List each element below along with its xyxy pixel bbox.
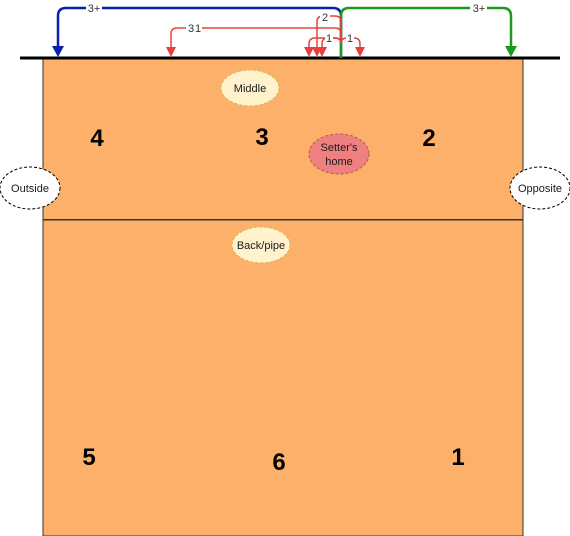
- opposite-arrowhead-icon: [505, 46, 517, 57]
- position-5: 5: [82, 444, 95, 471]
- back-pipe-zone: [231, 226, 291, 264]
- opposite-zone-label: Opposite: [518, 183, 562, 195]
- back-court: [42, 219, 524, 536]
- red-arrowhead-icon: [317, 47, 327, 57]
- position-6: 6: [272, 449, 285, 476]
- setters-home-label-line1: Setter's: [321, 142, 358, 154]
- red-set-label-1c: 1: [347, 33, 353, 45]
- position-4: 4: [90, 125, 104, 152]
- position-3: 3: [255, 124, 268, 151]
- red-arrowhead-icon: [355, 47, 365, 57]
- outside-set-label: 3+: [88, 3, 101, 15]
- back-pipe-zone-label: Back/pipe: [237, 240, 285, 252]
- setters-home-zone: [308, 133, 370, 175]
- opposite-zone: [509, 166, 570, 210]
- opposite-set-arrow: [339, 6, 513, 58]
- outside-arrowhead-icon: [52, 46, 64, 57]
- red-set-label-3: 3: [188, 23, 194, 35]
- red-arrowhead-icon: [304, 47, 314, 57]
- opposite-set-label: 3+: [473, 3, 486, 15]
- red-set-label-1: 1: [195, 23, 201, 35]
- red-set-label-1b: 1: [326, 33, 332, 45]
- position-2: 2: [422, 125, 435, 152]
- position-1: 1: [451, 444, 464, 471]
- red-set-label-2: 2: [322, 12, 328, 24]
- middle-zone: [220, 69, 280, 107]
- front-court: [42, 57, 524, 221]
- outside-zone: [0, 166, 61, 210]
- middle-zone-label: Middle: [234, 83, 266, 95]
- outside-zone-label: Outside: [11, 183, 49, 195]
- red-arrowhead-icon: [166, 47, 176, 57]
- setters-home-label-line2: home: [325, 156, 353, 168]
